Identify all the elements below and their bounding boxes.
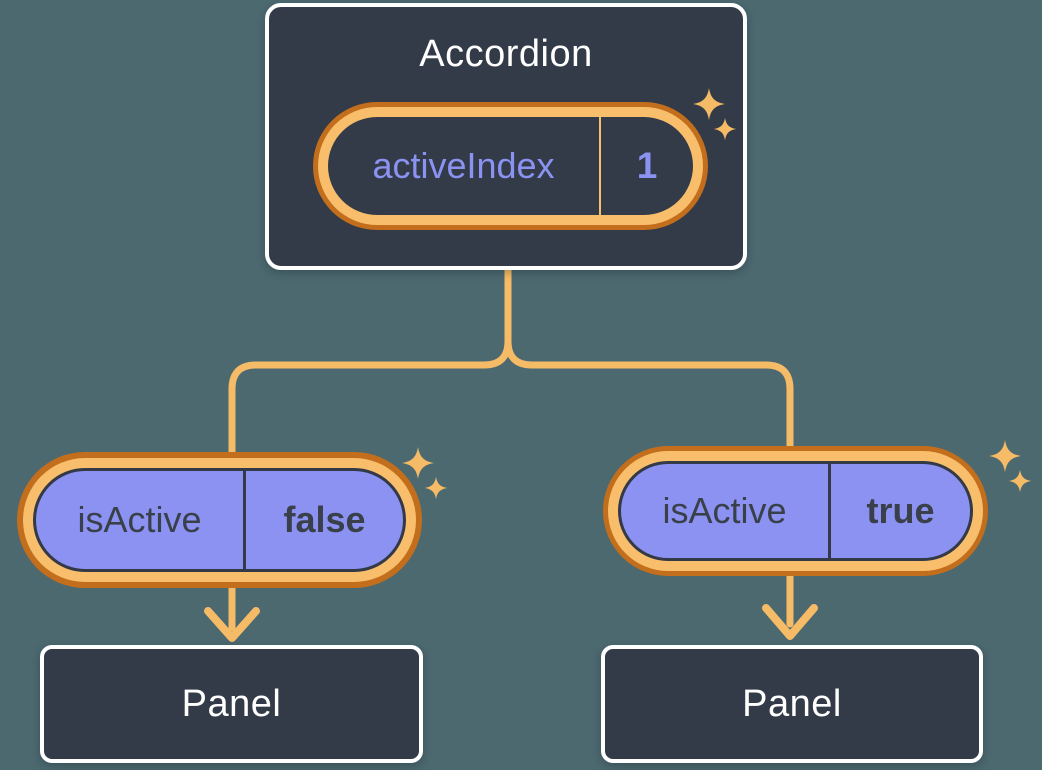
state-value: 1 bbox=[636, 145, 658, 186]
arrow-right-head-icon bbox=[762, 604, 818, 640]
sparkle-icon bbox=[693, 88, 737, 141]
prop-value: false bbox=[283, 499, 366, 540]
state-pill-ring: activeIndex 1 bbox=[318, 107, 703, 225]
prop-pill-right-ring: isActive true bbox=[608, 451, 983, 571]
prop-pill-left-ring: isActive false bbox=[23, 458, 416, 582]
prop-pill-left-core: isActive false bbox=[33, 468, 406, 572]
panel-box-left: Panel bbox=[40, 645, 423, 763]
sparkle-icon bbox=[989, 440, 1032, 493]
panel-title: Panel bbox=[742, 682, 842, 725]
accordion-component-box: Accordion activeIndex 1 bbox=[265, 3, 747, 270]
state-name: activeIndex bbox=[372, 145, 555, 186]
prop-value: true bbox=[866, 490, 935, 531]
prop-value-cell: true bbox=[831, 464, 970, 558]
accordion-title: Accordion bbox=[419, 33, 593, 75]
prop-name: isActive bbox=[662, 490, 787, 531]
prop-name-cell: isActive bbox=[621, 464, 828, 558]
prop-name: isActive bbox=[77, 499, 202, 540]
prop-pill-left: isActive false bbox=[17, 452, 422, 588]
prop-pill-right: isActive true bbox=[603, 446, 988, 576]
panel-box-right: Panel bbox=[601, 645, 983, 763]
state-pill-core: activeIndex 1 bbox=[328, 117, 693, 215]
state-pill-divider bbox=[599, 117, 601, 215]
prop-pill-right-divider bbox=[828, 464, 831, 558]
branch-right-line bbox=[504, 262, 794, 459]
panel-title: Panel bbox=[181, 682, 282, 725]
prop-pill-left-divider bbox=[243, 471, 246, 569]
sparkle-icon bbox=[402, 447, 448, 500]
branch-left-line bbox=[228, 262, 512, 464]
state-name-cell: activeIndex bbox=[328, 117, 599, 215]
state-pill: activeIndex 1 bbox=[313, 102, 708, 230]
state-value-cell: 1 bbox=[601, 117, 693, 215]
arrow-left-head-icon bbox=[204, 607, 260, 642]
prop-value-cell: false bbox=[246, 471, 403, 569]
prop-name-cell: isActive bbox=[36, 471, 243, 569]
prop-pill-right-core: isActive true bbox=[618, 461, 973, 561]
